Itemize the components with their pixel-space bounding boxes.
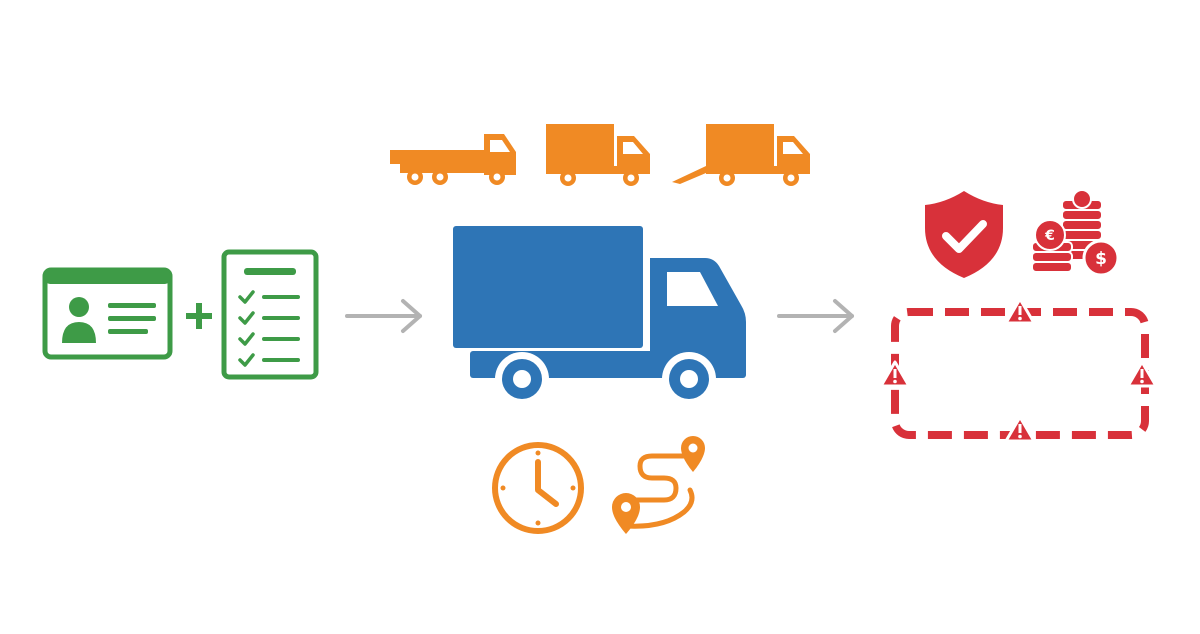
warning-icon xyxy=(1004,415,1036,443)
warning-icon xyxy=(879,360,911,388)
dollar-symbol: $ xyxy=(1095,249,1107,269)
tow-truck-icon xyxy=(672,124,810,186)
clock-icon xyxy=(492,442,584,534)
route-icon xyxy=(612,436,705,534)
arrow-right-icon xyxy=(777,299,854,333)
box-truck-icon xyxy=(546,124,650,186)
shield-check-icon xyxy=(925,191,1003,278)
coins-icon: € $ xyxy=(1031,189,1120,277)
id-card-icon xyxy=(42,267,173,360)
arrow-right-icon xyxy=(345,299,422,333)
flatbed-truck-icon xyxy=(390,134,516,185)
warning-icon xyxy=(1004,297,1036,325)
plus-icon xyxy=(186,303,212,329)
main-truck-icon xyxy=(453,226,746,406)
checklist-icon xyxy=(221,249,319,380)
euro-symbol: € xyxy=(1044,228,1055,244)
warning-icon xyxy=(1126,360,1158,388)
